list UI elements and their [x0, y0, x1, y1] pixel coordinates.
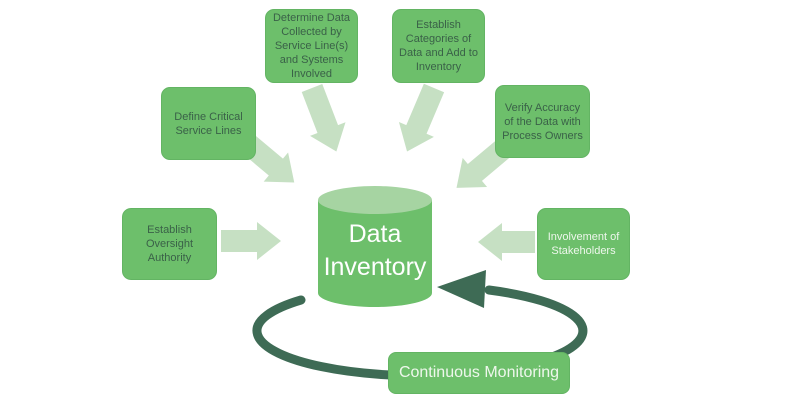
database-cylinder-icon [318, 186, 432, 307]
arrow-from-involvement-icon [478, 223, 535, 261]
data-inventory-label: Data Inventory [323, 220, 427, 281]
arrow-from-establish-categories-icon [398, 83, 445, 152]
step-verify-accuracy: Verify Accuracy of the Data with Process… [495, 85, 590, 158]
step-define-critical-service-lines-label: Define Critical Service Lines [174, 110, 243, 137]
step-determine-data: Determine Data Collected by Service Line… [265, 9, 358, 83]
step-establish-oversight-authority: Establish Oversight Authority [122, 208, 217, 280]
step-determine-data-label: Determine Data Collected by Service Line… [272, 12, 351, 80]
arrow-from-establish-oversight-icon [221, 222, 281, 260]
step-verify-accuracy-label: Verify Accuracy of the Data with Process… [502, 101, 583, 142]
continuous-monitoring-badge: Continuous Monitoring [388, 352, 570, 394]
step-involvement-of-stakeholders-label: Involvement of Stakeholders [547, 231, 620, 257]
cycle-arrowhead-icon [437, 270, 486, 308]
step-establish-categories-label: Establish Categories of Data and Add to … [399, 19, 478, 73]
step-establish-oversight-authority-label: Establish Oversight Authority [145, 224, 194, 264]
arrow-from-determine-data-icon [301, 84, 346, 152]
step-involvement-of-stakeholders: Involvement of Stakeholders [537, 208, 630, 280]
step-establish-categories: Establish Categories of Data and Add to … [392, 9, 485, 83]
continuous-monitoring-label: Continuous Monitoring [398, 364, 560, 381]
step-define-critical-service-lines: Define Critical Service Lines [161, 87, 256, 160]
